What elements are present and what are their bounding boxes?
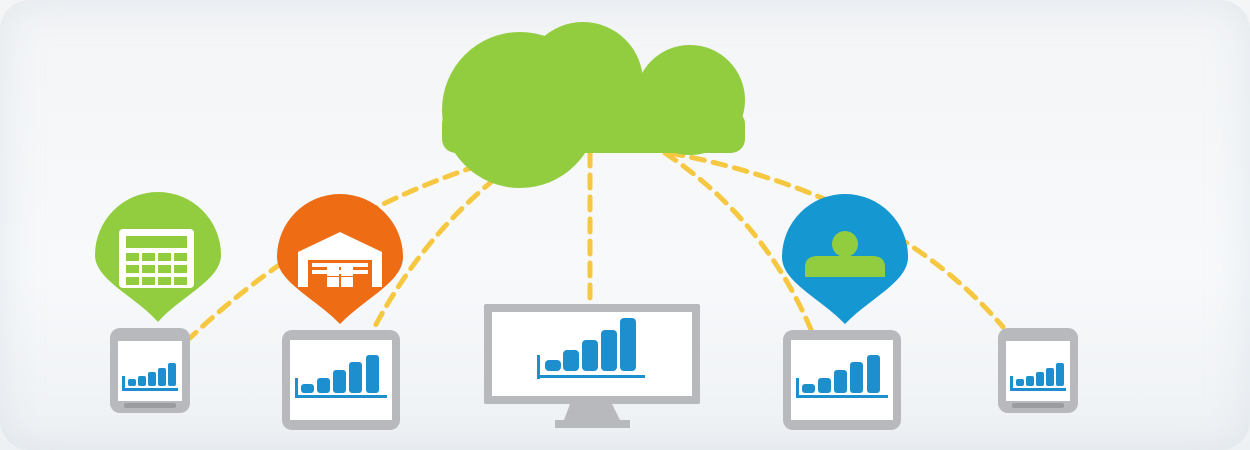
device-phone-right [998, 328, 1078, 413]
cloud-icon [442, 22, 745, 188]
device-phone-left [110, 328, 190, 413]
bar-chart-icon [122, 363, 178, 391]
device-tablet-left [282, 330, 400, 430]
pin-warehouse [277, 194, 403, 324]
user-icon [805, 231, 885, 277]
device-tablet-right [783, 330, 901, 430]
calculator-icon [119, 229, 194, 288]
pin-user [782, 194, 908, 324]
bar-chart-icon [295, 355, 387, 398]
warehouse-icon [298, 232, 382, 287]
bar-chart-icon [1010, 363, 1066, 391]
device-desktop-monitor [484, 304, 700, 428]
pin-calculator [95, 192, 221, 322]
bar-chart-icon [796, 355, 888, 398]
connector-tablet-right [662, 150, 815, 335]
bar-chart-icon [537, 318, 645, 379]
